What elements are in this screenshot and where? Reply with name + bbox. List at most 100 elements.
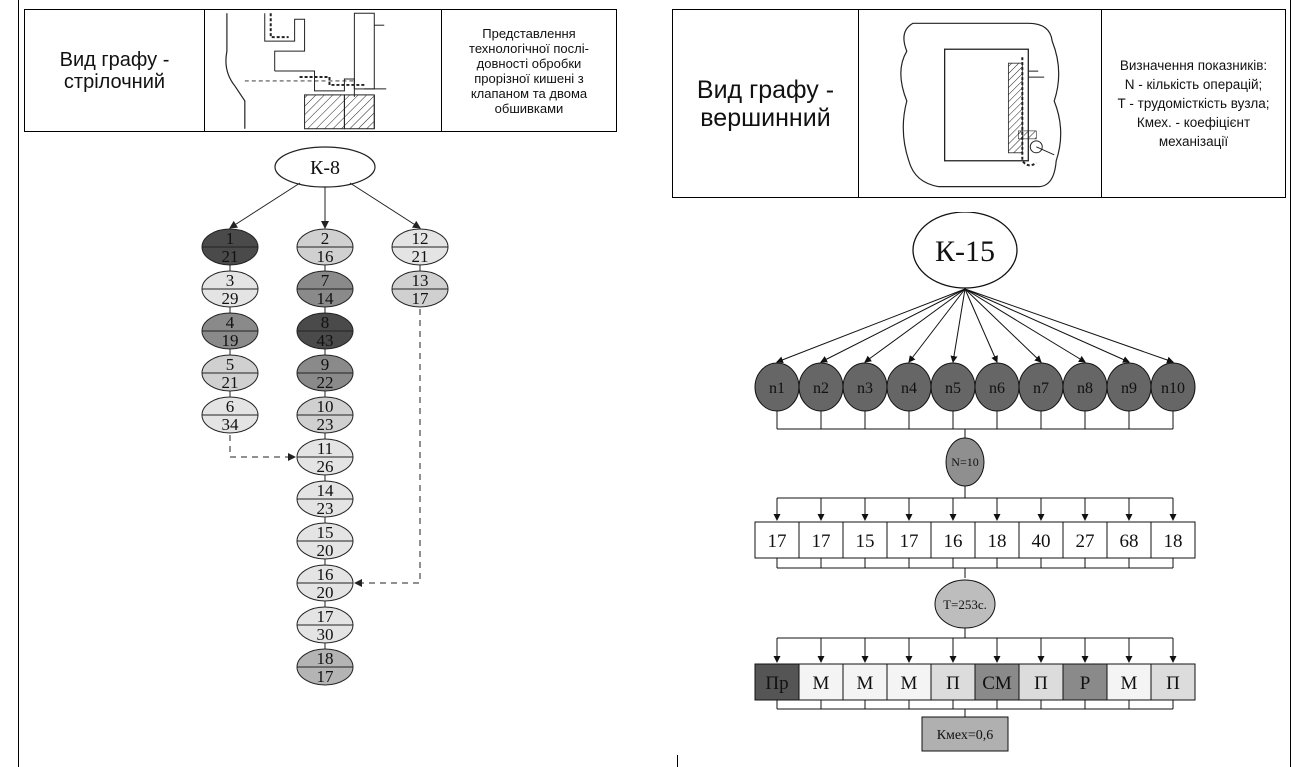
fan-arrow (964, 288, 1174, 364)
operation-time: 21 (222, 247, 239, 266)
fan-arrow (776, 288, 966, 364)
mode-cell (1062, 663, 1108, 701)
operation-number: 17 (317, 607, 335, 626)
root-arrow (349, 182, 421, 229)
operation-number: 1 (226, 229, 235, 248)
kmech-box (921, 716, 1009, 752)
operation-number: 16 (317, 565, 334, 584)
time-cell (842, 521, 888, 559)
right-graph-type: Вид графу - вершинний (696, 75, 835, 132)
operation-number: 6 (226, 397, 235, 416)
root-label: К-8 (310, 157, 340, 179)
operation-time: 16 (317, 247, 334, 266)
mode-label: М (1121, 673, 1138, 694)
operation-number: 13 (412, 271, 429, 290)
time-value: 15 (856, 531, 875, 552)
operation-time: 21 (412, 247, 429, 266)
root-label: К-15 (935, 235, 995, 268)
left-description: Представлення технологічної послі- довно… (469, 25, 589, 116)
left-graph-type-cell: Вид графу - стрілочний (25, 10, 205, 131)
operation-time: 14 (317, 289, 335, 308)
mode-cell (1018, 663, 1064, 701)
mode-cell (1150, 663, 1196, 701)
fan-arrow (964, 288, 998, 363)
fan-arrow (820, 288, 966, 363)
operation-number: 14 (317, 481, 335, 500)
fan-arrow (964, 288, 1086, 363)
operation-time: 34 (222, 415, 240, 434)
arrow-graph: К-81213294195216342167148439221023112614… (201, 146, 449, 686)
operation-time: 20 (317, 541, 334, 560)
time-value: 18 (1164, 531, 1183, 552)
left-header-table: Вид графу - стрілочний Представлення тех… (24, 9, 617, 132)
operation-label: n10 (1161, 380, 1185, 397)
time-value: 17 (768, 531, 787, 552)
operation-number: 5 (226, 355, 235, 374)
root-arrow (229, 182, 301, 229)
right-description: Визначення показників: N - кількість опе… (1117, 58, 1270, 149)
t-label: Т=253с. (943, 597, 987, 612)
operation-number: 4 (226, 313, 235, 332)
dashed-merge-arrow (354, 309, 421, 587)
time-value: 17 (900, 531, 919, 552)
operation-time: 26 (317, 457, 334, 476)
mode-cell (1106, 663, 1152, 701)
operation-number: 3 (226, 271, 235, 290)
right-description-cell: Визначення показників: N - кількість опе… (1102, 10, 1285, 197)
operation-time: 23 (317, 499, 334, 518)
operation-time: 43 (317, 331, 334, 350)
operation-time: 17 (317, 667, 335, 686)
pocket-cross-section-drawing (225, 12, 387, 129)
mode-label: Р (1080, 673, 1091, 694)
operation-label: n7 (1033, 380, 1049, 397)
mode-label: П (1034, 673, 1048, 694)
operation-number: 11 (317, 439, 333, 458)
pocket-vertex-drawing (900, 22, 1062, 187)
time-value: 16 (944, 531, 963, 552)
right-header-table: Вид графу - вершинний Визначення показни… (672, 9, 1286, 198)
operation-time: 22 (317, 373, 334, 392)
fan-arrow (964, 288, 1042, 363)
operation-time: 17 (412, 289, 430, 308)
operation-number: 9 (321, 355, 330, 374)
mode-label: П (946, 673, 960, 694)
fan-arrow (908, 288, 966, 363)
time-cell (798, 521, 844, 559)
operation-label: n1 (769, 380, 785, 397)
operation-number: 15 (317, 523, 334, 542)
operation-time: 20 (317, 583, 334, 602)
operation-label: n2 (813, 380, 829, 397)
mode-cell (930, 663, 976, 701)
time-cell (930, 521, 976, 559)
operation-number: 18 (317, 649, 334, 668)
left-panel-frame (18, 0, 19, 767)
mode-label: М (813, 673, 830, 694)
time-value: 68 (1120, 531, 1139, 552)
mode-label: М (901, 673, 918, 694)
time-cell (1150, 521, 1196, 559)
root-node-k15 (912, 212, 1018, 289)
operation-number: 2 (321, 229, 330, 248)
operation-label: n3 (857, 380, 873, 397)
mode-label: П (1166, 673, 1180, 694)
left-drawing-cell (205, 10, 442, 131)
operation-label: n5 (945, 380, 961, 397)
left-description-cell: Представлення технологічної послі- довно… (442, 10, 616, 131)
operation-number: 7 (321, 271, 330, 290)
kmech-label: Кмех=0,6 (937, 728, 994, 743)
dashed-merge-arrow (229, 435, 296, 461)
mode-label: М (857, 673, 874, 694)
time-value: 40 (1032, 531, 1051, 552)
operation-number: 10 (317, 397, 334, 416)
n-label: N=10 (951, 455, 978, 469)
operation-time: 30 (317, 625, 334, 644)
operation-time: 23 (317, 415, 334, 434)
mode-label: Пр (765, 673, 788, 694)
left-graph-type: Вид графу - стрілочний (59, 48, 170, 93)
fan-arrow (964, 288, 1130, 363)
time-value: 18 (988, 531, 1007, 552)
fan-arrow (950, 288, 966, 363)
operation-time: 29 (222, 289, 239, 308)
mode-cell (798, 663, 844, 701)
